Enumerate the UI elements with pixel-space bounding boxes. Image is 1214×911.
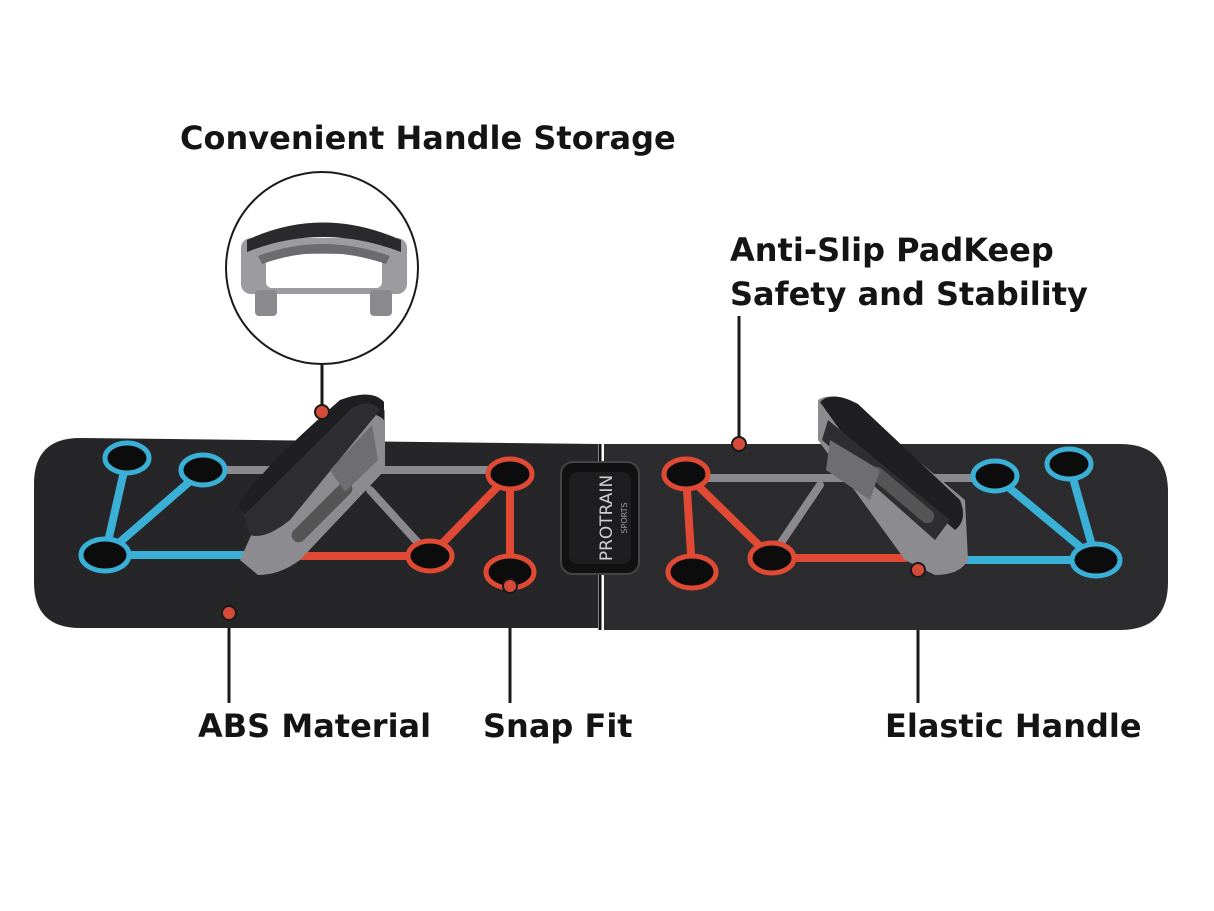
snap-fit-clip: PROTRAIN SPORTS xyxy=(560,461,640,575)
right-handle xyxy=(818,396,968,575)
board: PROTRAIN SPORTS xyxy=(34,394,1168,630)
callout-handle-storage: Convenient Handle Storage xyxy=(180,119,676,157)
callout-abs-material: ABS Material xyxy=(198,707,432,745)
callout-markers xyxy=(221,404,926,621)
callout-snap-fit: Snap Fit xyxy=(483,707,633,745)
brand-subtext: SPORTS xyxy=(620,502,629,533)
callout-anti-slip-line2: Safety and Stability xyxy=(730,275,1088,313)
callout-anti-slip: Anti-Slip PadKeep Safety and Stability xyxy=(730,228,1088,316)
callout-elastic-handle: Elastic Handle xyxy=(885,707,1142,745)
brand-text: PROTRAIN xyxy=(597,475,617,561)
board-holes xyxy=(78,440,1123,591)
callout-anti-slip-line1: Anti-Slip PadKeep xyxy=(730,231,1054,269)
left-handle xyxy=(238,394,385,575)
handle-storage-zoom-circle xyxy=(225,171,419,365)
